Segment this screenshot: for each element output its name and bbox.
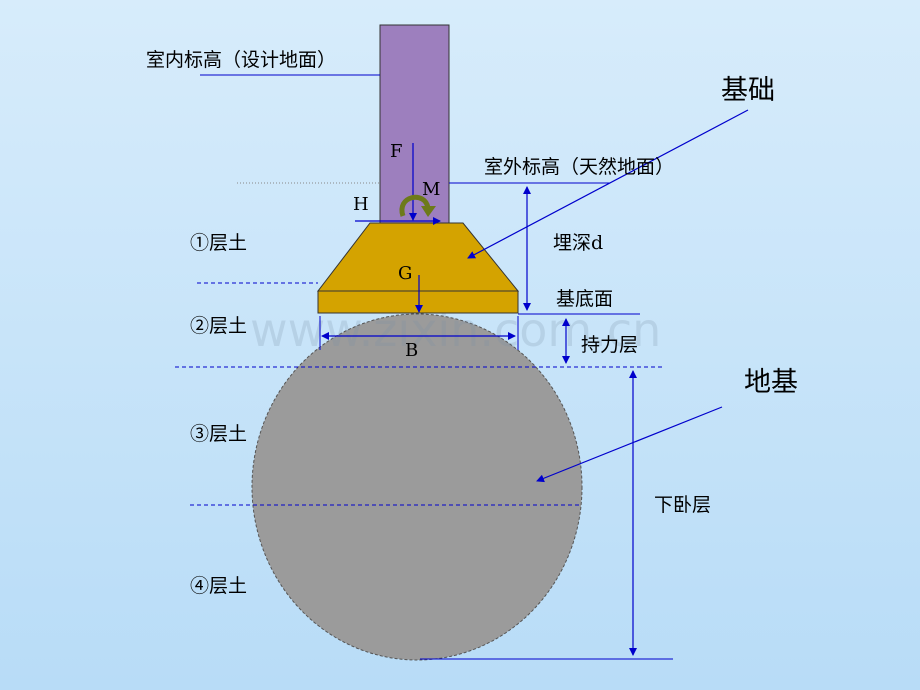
column	[379, 24, 450, 225]
ground-base-label: 地基	[744, 367, 798, 398]
symbol-m: M	[422, 179, 440, 200]
soil-bulb	[251, 313, 583, 661]
outdoor-level-label: 室外标高（天然地面）	[484, 156, 674, 178]
foundation-pointer-arrow	[467, 109, 749, 259]
indoor-level-label: 室内标高（设计地面）	[146, 49, 336, 71]
symbol-g: G	[398, 263, 412, 284]
foundation-trapezoid	[316, 222, 520, 292]
foundation-slab	[317, 290, 519, 314]
symbol-h: H	[353, 194, 369, 215]
ground-base-pointer-arrow	[536, 406, 723, 483]
layer3-label: ③层土	[190, 423, 247, 445]
burial-depth-label: 埋深d	[553, 232, 603, 254]
moment-arrow-icon	[399, 194, 431, 217]
base-surface-label: 基底面	[556, 288, 613, 310]
bearing-layer-label: 持力层	[581, 334, 638, 356]
layer4-label: ④层土	[190, 575, 247, 597]
symbol-f: F	[390, 141, 403, 162]
foundation-label: 基础	[721, 75, 775, 106]
symbol-b: B	[405, 340, 418, 361]
layer1-label: ①层土	[190, 232, 247, 254]
layer2-label: ②层土	[190, 315, 247, 337]
moment-arrowhead	[421, 206, 436, 217]
underlying-layer-label: 下卧层	[654, 494, 711, 516]
